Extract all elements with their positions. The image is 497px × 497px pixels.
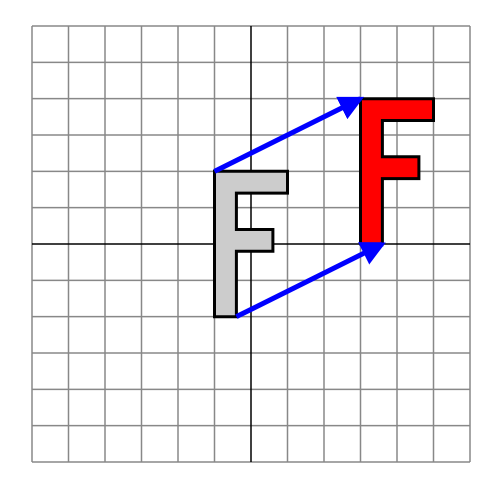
translation-arrow-top [213,96,365,174]
letter-shapes [213,97,435,319]
translation-arrows [213,96,386,319]
letter-f-pre-image [213,169,289,319]
letter-f-image [359,97,435,246]
translation-arrow-bottom [235,241,386,319]
